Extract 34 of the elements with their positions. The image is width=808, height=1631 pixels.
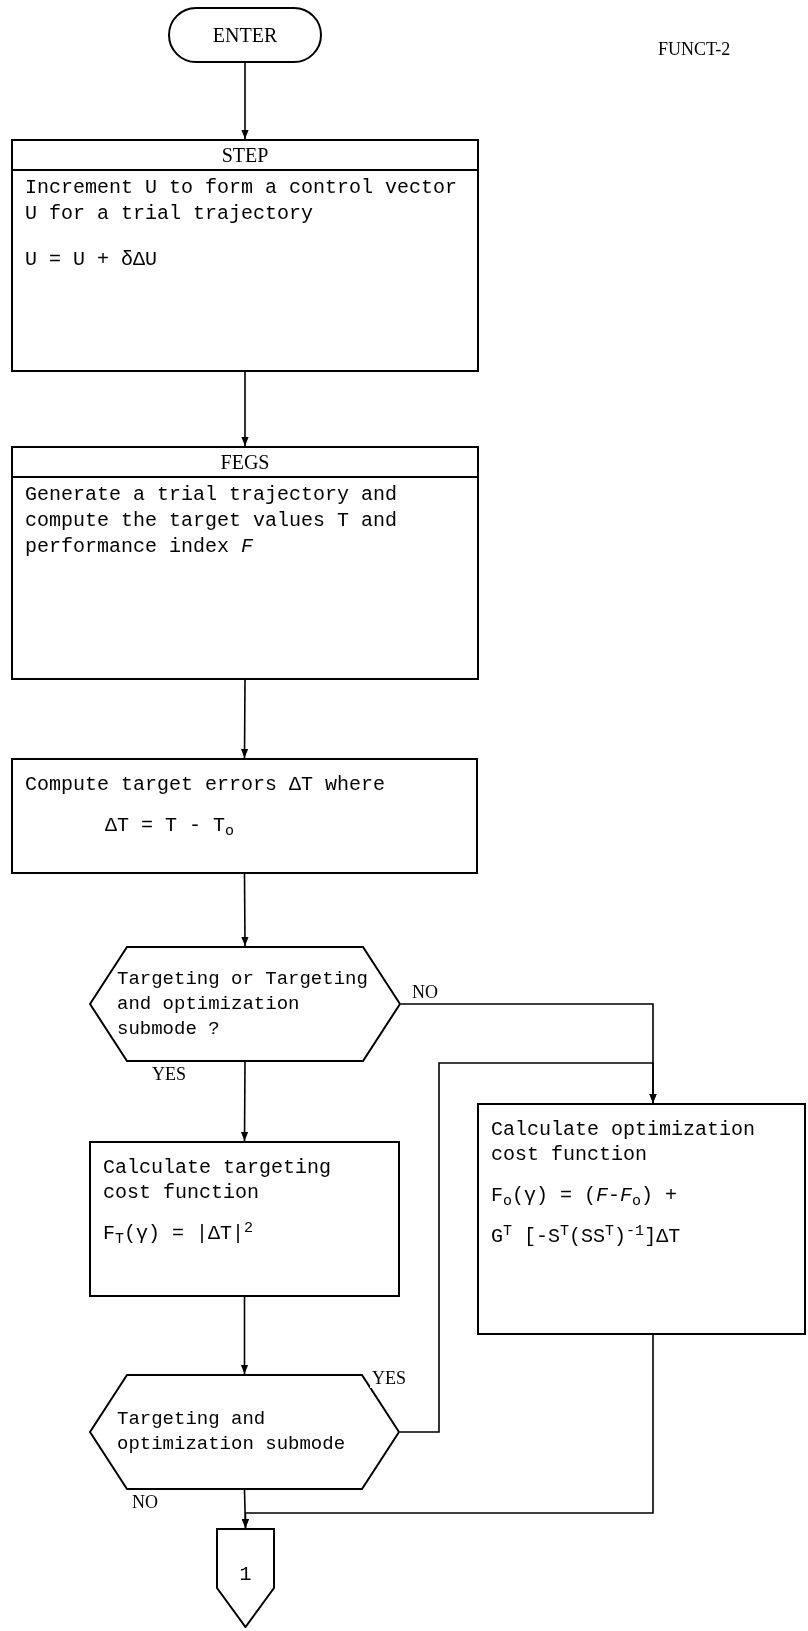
arrow [399, 1062, 657, 1433]
arrow [240, 679, 249, 759]
process-box [11, 758, 478, 874]
arrow [241, 1334, 654, 1529]
terminal-label: ENTER [212, 23, 278, 48]
process-box [477, 1103, 806, 1335]
box-text: Compute target errors ΔT where [25, 772, 387, 797]
arrow [241, 62, 249, 140]
offpage-connector [216, 1528, 275, 1628]
arrow [240, 1061, 249, 1142]
box-text: Generate a trial trajectory and compute the target values T and performance index F [25, 482, 399, 560]
decision-hexagon [89, 946, 401, 1062]
box-heading: STEP [13, 141, 477, 171]
decision-text: Targeting and optimization submode [117, 1407, 347, 1457]
terminal-node [168, 7, 322, 63]
process-box [11, 446, 479, 680]
process-box [11, 139, 479, 372]
process-box [89, 1141, 400, 1297]
box-text: G$^{T}$ [-S$^{T}$(SS$^{T}$)$^{-1}$]ΔT [491, 1224, 682, 1249]
box-text: ΔT = T - T$_{o}$ [104, 813, 236, 838]
box-text: Increment U to form a control vector U for a trial trajectory [25, 175, 459, 227]
box-text: F$_{o}$(γ) = (F-F$_{o}$) + [491, 1183, 679, 1208]
connector-number: 1 [239, 1562, 252, 1588]
box-heading: FEGS [13, 448, 477, 478]
edge-label: YES [370, 1368, 408, 1388]
decision-text: Targeting or Targeting and optimization submode ? [117, 966, 369, 1042]
page-id-label: FUNCT-2 [658, 38, 731, 61]
box-text: U = U + δΔU [25, 247, 159, 273]
arrow [240, 1296, 249, 1375]
box-text: F$_{T}$(γ) = |ΔT|$^{2}$ [103, 1221, 255, 1246]
box-text: Calculate targeting cost function [103, 1155, 333, 1205]
box-text: Calculate optimization cost function [491, 1117, 757, 1167]
arrow [241, 873, 249, 947]
arrow [241, 371, 249, 447]
